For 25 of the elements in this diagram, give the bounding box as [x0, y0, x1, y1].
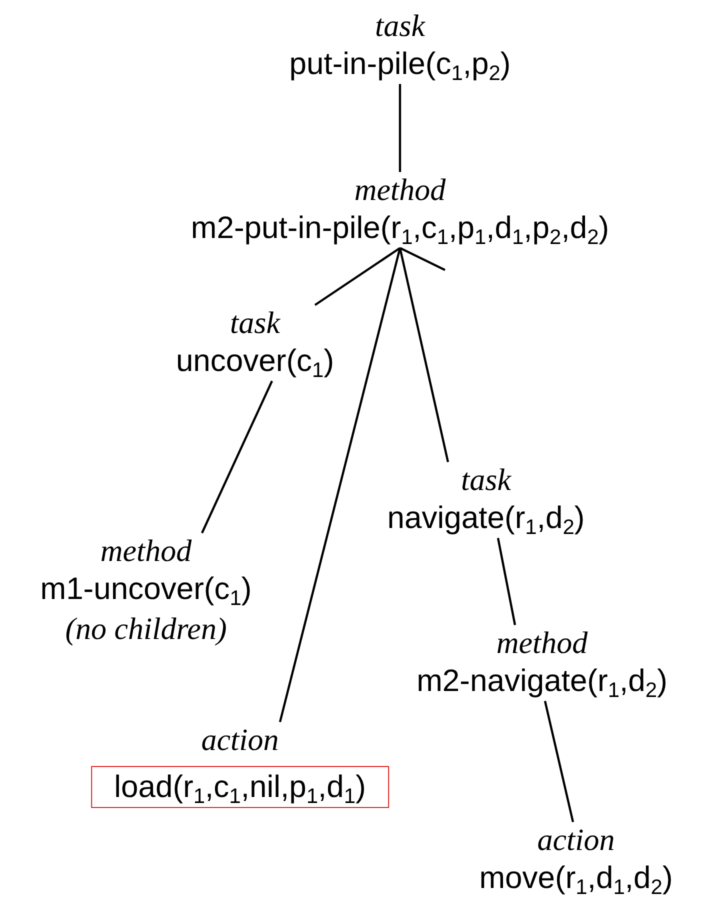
node-type-label: action: [537, 822, 615, 858]
connector-line: [496, 538, 516, 626]
node-label: put-in-pile(c$_{1}$,p$_{2}$): [289, 45, 511, 84]
connector-line: [314, 247, 401, 306]
node-type-label: task: [230, 305, 280, 341]
node-label: m1-uncover(c$_{1}$): [40, 570, 252, 609]
node-label: uncover(c$_{1}$): [176, 342, 334, 381]
node-label: navigate(r$_{1}$,d$_{2}$): [387, 499, 585, 538]
node-type-label: task: [375, 8, 425, 44]
connector-line: [278, 248, 402, 722]
connector-line: [544, 700, 574, 822]
node-type-label: method: [100, 533, 192, 569]
node-label: m2-navigate(r$_{1}$,d$_{2}$): [416, 662, 668, 701]
node-type-label: method: [354, 172, 446, 208]
highlighted-node-label: load(r$_{1}$,c$_{1}$,nil,p$_{1}$,d$_{1}$): [91, 766, 389, 808]
node-type-label: action: [201, 722, 279, 758]
node-type-label: method: [496, 625, 588, 661]
node-label: m2-put-in-pile(r$_{1}$,c$_{1}$,p$_{1}$,d$_{1}$,p$_{2}$,d$_{2}$): [190, 209, 610, 248]
connector-line: [398, 84, 402, 172]
node-label: move(r$_{1}$,d$_{1}$,d$_{2}$): [479, 859, 673, 898]
node-note: (no children): [65, 610, 227, 648]
connector-line: [400, 247, 446, 271]
connector-line: [398, 248, 450, 462]
node-type-label: task: [461, 462, 511, 498]
connector-line: [201, 380, 273, 534]
